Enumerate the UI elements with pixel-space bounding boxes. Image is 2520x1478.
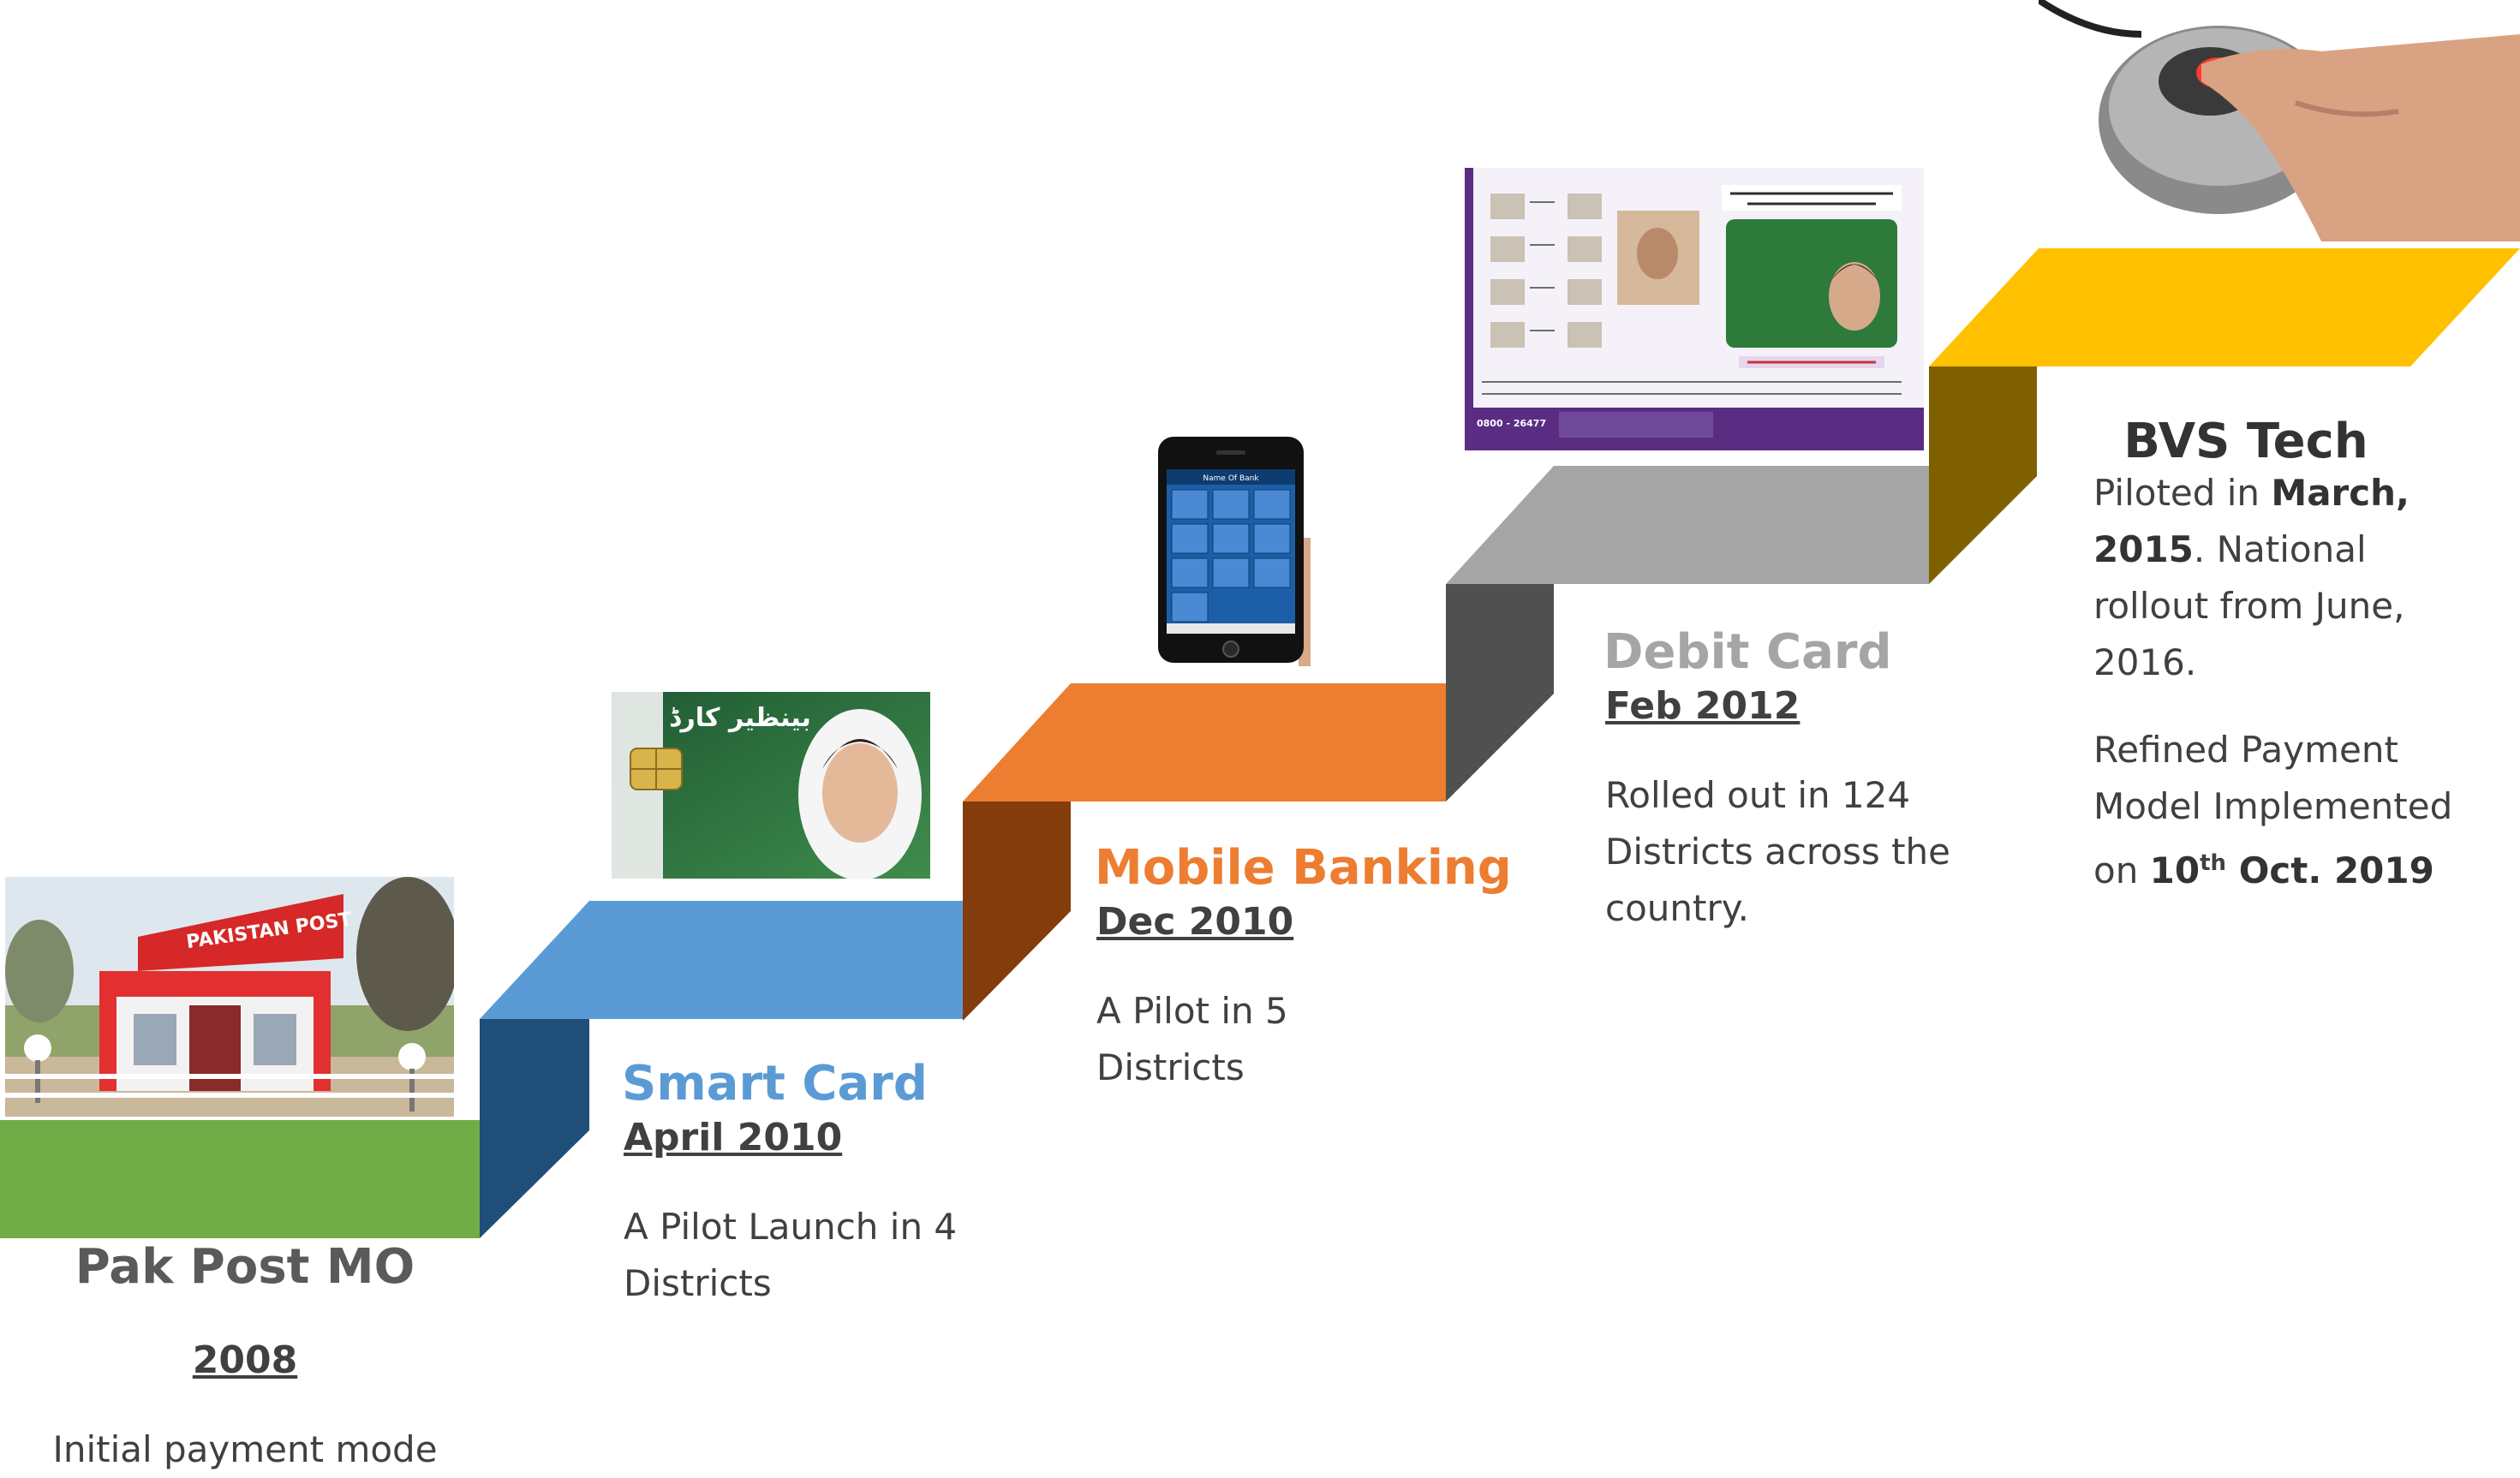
milestone-2-date: April 2010 <box>624 1116 843 1159</box>
benazir-debit-card-poster: 0800 - 26477 <box>1465 168 1924 450</box>
milestone-5-desc-2-sup: th <box>2200 850 2227 876</box>
milestone-5-desc-2a: Refined Payment Model Implemented on <box>2093 729 2453 891</box>
milestone-5-desc-2b2: Oct. 2019 <box>2226 849 2434 891</box>
milestone-5-desc-2b1: 10 <box>2149 849 2201 891</box>
milestone-4-title: Debit Card <box>1603 624 1892 680</box>
milestone-5-desc-1: Piloted in March, 2015. National rollout… <box>2093 465 2453 691</box>
poster-number-text: 0800 - 26477 <box>1477 418 1546 429</box>
phone-header-text: Name Of Bank <box>1203 474 1259 483</box>
milestone-5-desc-1a: Piloted in <box>2093 472 2272 514</box>
milestone-4-desc: Rolled out in 124 Districts across the c… <box>1605 774 1950 929</box>
milestone-3-desc: A Pilot in 5 Districts <box>1096 990 1288 1088</box>
step-3-orange-slant <box>963 683 1071 802</box>
step-2-blue-slant <box>480 901 589 1019</box>
step-4-gray-slant <box>1446 466 1554 584</box>
milestone-5-title: BVS Tech <box>2123 414 2368 469</box>
step-5-gold <box>1929 248 2520 367</box>
mobile-banking-phone-photo: Name Of Bank <box>1156 435 1311 666</box>
milestone-1-date: 2008 <box>192 1338 298 1382</box>
milestone-3-date: Dec 2010 <box>1096 900 1294 944</box>
step-4-gray <box>1554 466 1929 584</box>
milestone-3-title: Mobile Banking <box>1095 840 1512 896</box>
milestone-4-date: Feb 2012 <box>1605 684 1800 728</box>
milestone-5-desc-1b: March, 2015 <box>2093 472 2410 570</box>
card-label-text: بینظیر کارڈ <box>669 703 811 733</box>
milestone-1-desc: Initial payment mode <box>52 1428 438 1470</box>
riser-2 <box>963 802 1071 1021</box>
riser-3 <box>1446 584 1554 802</box>
milestone-5-desc-1c: . National rollout from June, 2016. <box>2093 528 2405 683</box>
fingerprint-scanner-photo <box>2039 0 2520 241</box>
riser-1 <box>480 1019 589 1238</box>
step-1-green <box>0 1120 480 1238</box>
step-3-orange <box>1071 683 1446 802</box>
benazir-smart-card-photo: بینظیر کارڈ <box>612 692 930 879</box>
pakistan-post-office-photo: PAKISTAN POST <box>5 877 454 1117</box>
milestone-2-desc: A Pilot Launch in 4 Districts <box>624 1206 958 1304</box>
riser-4 <box>1929 367 2037 584</box>
milestone-1-title: Pak Post MO <box>75 1239 415 1295</box>
milestone-2-title: Smart Card <box>622 1056 928 1111</box>
milestone-5-desc-2: Refined Payment Model Implemented on 10t… <box>2093 722 2470 899</box>
step-2-blue <box>589 901 963 1019</box>
